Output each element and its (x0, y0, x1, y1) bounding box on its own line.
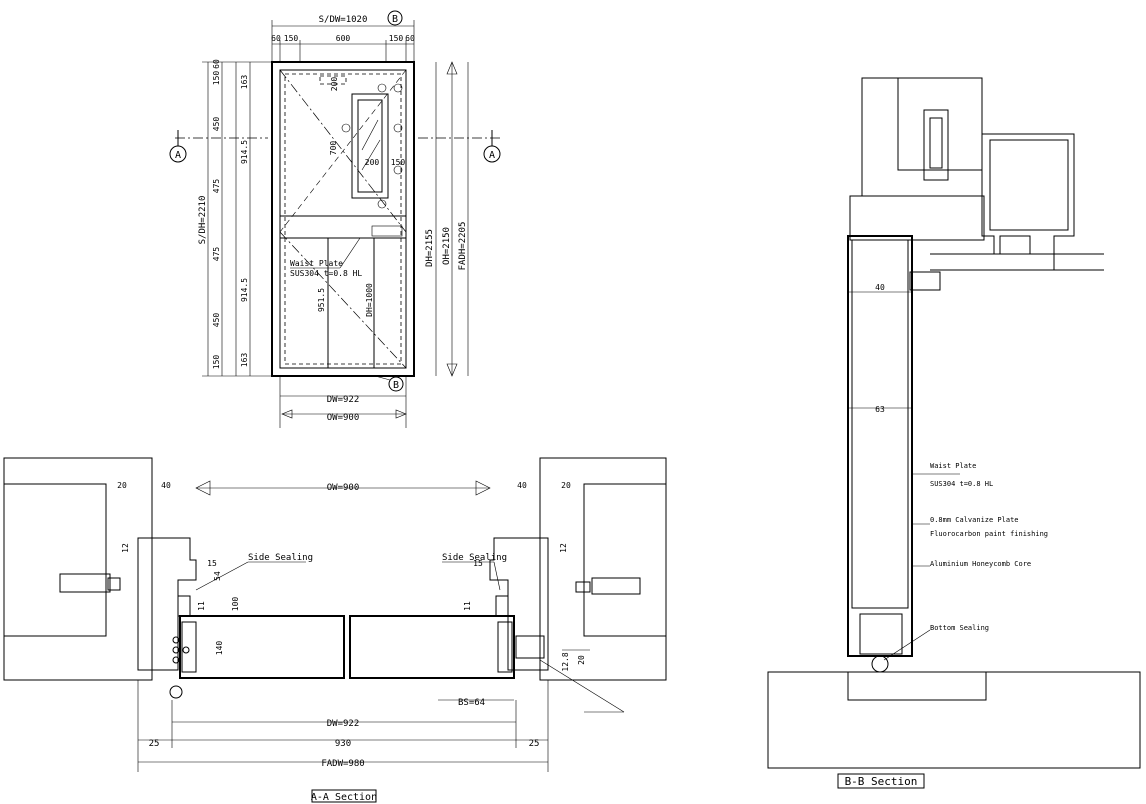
dim-oh2150: OH=2150 (442, 227, 452, 265)
door-inner-dash (284, 73, 402, 365)
aa-label-side-sealing-right: Side Sealing (442, 553, 507, 563)
dim-top-60b: 60 (405, 34, 415, 43)
waist-plate (279, 215, 407, 239)
waist-label-1: Waist Plate (290, 259, 343, 268)
aa-dim-20b: 20 (561, 481, 571, 490)
dim-inner-dh1000: DH=1000 (365, 283, 374, 317)
aa-dim-930: 930 (335, 739, 351, 749)
bb-bottom-seal (871, 655, 889, 673)
dim-fadh2205: FADH=2205 (458, 222, 468, 271)
aa-dim-15a: 15 (207, 559, 217, 568)
aa-dim-dw922: DW=922 (327, 719, 360, 729)
section-marker-a-left (169, 145, 187, 163)
aa-dim-25a: 25 (149, 739, 160, 749)
dim-top-150a: 150 (284, 34, 299, 43)
dim-left-450a: 450 (212, 117, 221, 132)
left-dim-chain: 150 60 163 450 914.5 475 475 914.5 450 1… (212, 59, 249, 369)
door-leaf-left (179, 615, 345, 679)
dim-ow900: OW=900 (327, 413, 360, 423)
dim-left-150a: 150 (212, 71, 221, 86)
aa-dim-25b: 25 (529, 739, 540, 749)
aa-section-title: A-A Section (311, 792, 377, 803)
bb-honeycomb-core (851, 239, 909, 609)
dim-top-600: 600 (336, 34, 351, 43)
dim-dw922: DW=922 (327, 395, 360, 405)
aa-dim-15b: 15 (473, 559, 483, 568)
marker-a-left-text: A (175, 150, 181, 161)
aa-dim-fadw980: FADW=980 (321, 759, 364, 769)
dim-top-60a: 60 (271, 34, 281, 43)
dim-left-475a: 475 (212, 179, 221, 194)
dim-inner-150: 150 (391, 158, 406, 167)
aa-label-side-sealing-left: Side Sealing (248, 553, 313, 563)
bb-note-bottom-sealing: Bottom Sealing (930, 624, 989, 632)
dim-left-475b: 475 (212, 247, 221, 262)
dim-inner-200a: 200 (330, 77, 339, 92)
vision-panel (351, 93, 389, 199)
aa-dim-20a: 20 (117, 481, 127, 490)
bb-door-leaf (847, 235, 913, 657)
dim-left-150b: 150 (212, 355, 221, 370)
dim-sdw: S/DW=1020 (319, 15, 368, 25)
dim-left-163a: 163 (240, 75, 249, 90)
right-concrete-wall (539, 457, 667, 681)
section-marker-b-bottom (388, 376, 404, 392)
marker-b-bottom-text: B (393, 380, 399, 391)
dim-left-914b: 914.5 (240, 278, 249, 302)
bb-note-galvanize: 0.8mm Calvanize Plate (930, 516, 1019, 524)
door-leaf-outline (279, 69, 407, 369)
aa-dim-ow900: OW=900 (327, 483, 360, 493)
bb-note-sus304: SUS304 t=0.8 HL (930, 480, 993, 488)
dim-inner-9515: 951.5 (317, 288, 326, 312)
dim-left-163b: 163 (240, 353, 249, 368)
marker-b-top-text: B (392, 14, 398, 25)
bb-floor (767, 671, 1141, 769)
bb-note-waist-plate: Waist Plate (930, 462, 976, 470)
section-b-b: 40 63 Waist Plate SUS304 t=0.8 HL 0.8mm … (767, 77, 1141, 789)
door-frame (271, 61, 415, 377)
dim-left-914a: 914.5 (240, 140, 249, 164)
dim-inner-200b: 200 (365, 158, 380, 167)
section-a-a: OW=900 40 40 20 20 15 15 54 100 11 11 12… (3, 457, 667, 803)
dim-left-450b: 450 (212, 313, 221, 328)
door-elevation: A A B B S/DW=1020 60 150 600 150 60 150 … (169, 10, 501, 428)
aa-dim-140: 140 (215, 641, 224, 656)
bb-top-concrete (861, 77, 983, 197)
aa-dim-11b: 11 (463, 601, 472, 611)
dim-top-150b: 150 (389, 34, 404, 43)
bb-dim-63: 63 (875, 405, 885, 414)
aa-dim-20c: 20 (577, 655, 586, 665)
bb-dim-40: 40 (875, 283, 885, 292)
bb-note-paint: Fluorocarbon paint finishing (930, 530, 1048, 538)
left-concrete-wall (3, 457, 153, 681)
waist-label-2: SUS304 t=0.8 HL (290, 269, 362, 278)
aa-dim-40a: 40 (161, 481, 171, 490)
aa-dim-bs64: BS=64 (458, 698, 485, 708)
bb-note-honeycomb: Aluminium Honeycomb Core (930, 560, 1031, 568)
section-marker-a-right (483, 145, 501, 163)
section-marker-b-top (387, 10, 403, 26)
dim-left-60: 60 (212, 59, 221, 69)
aa-dim-11a: 11 (197, 601, 206, 611)
marker-a-right-text: A (489, 150, 495, 161)
aa-dim-128: 12.8 (561, 652, 570, 671)
dim-inner-700: 700 (329, 141, 338, 156)
bb-section-title: B-B Section (845, 775, 918, 788)
aa-dim-12b: 12 (559, 543, 568, 553)
aa-dim-54: 54 (213, 571, 222, 581)
door-leaf-right (349, 615, 515, 679)
aa-dim-40b: 40 (517, 481, 527, 490)
dim-sdh: S/DH=2210 (198, 196, 208, 245)
dim-dh2155: DH=2155 (425, 229, 435, 267)
aa-dim-12a: 12 (121, 543, 130, 553)
aa-dim-100: 100 (231, 597, 240, 612)
